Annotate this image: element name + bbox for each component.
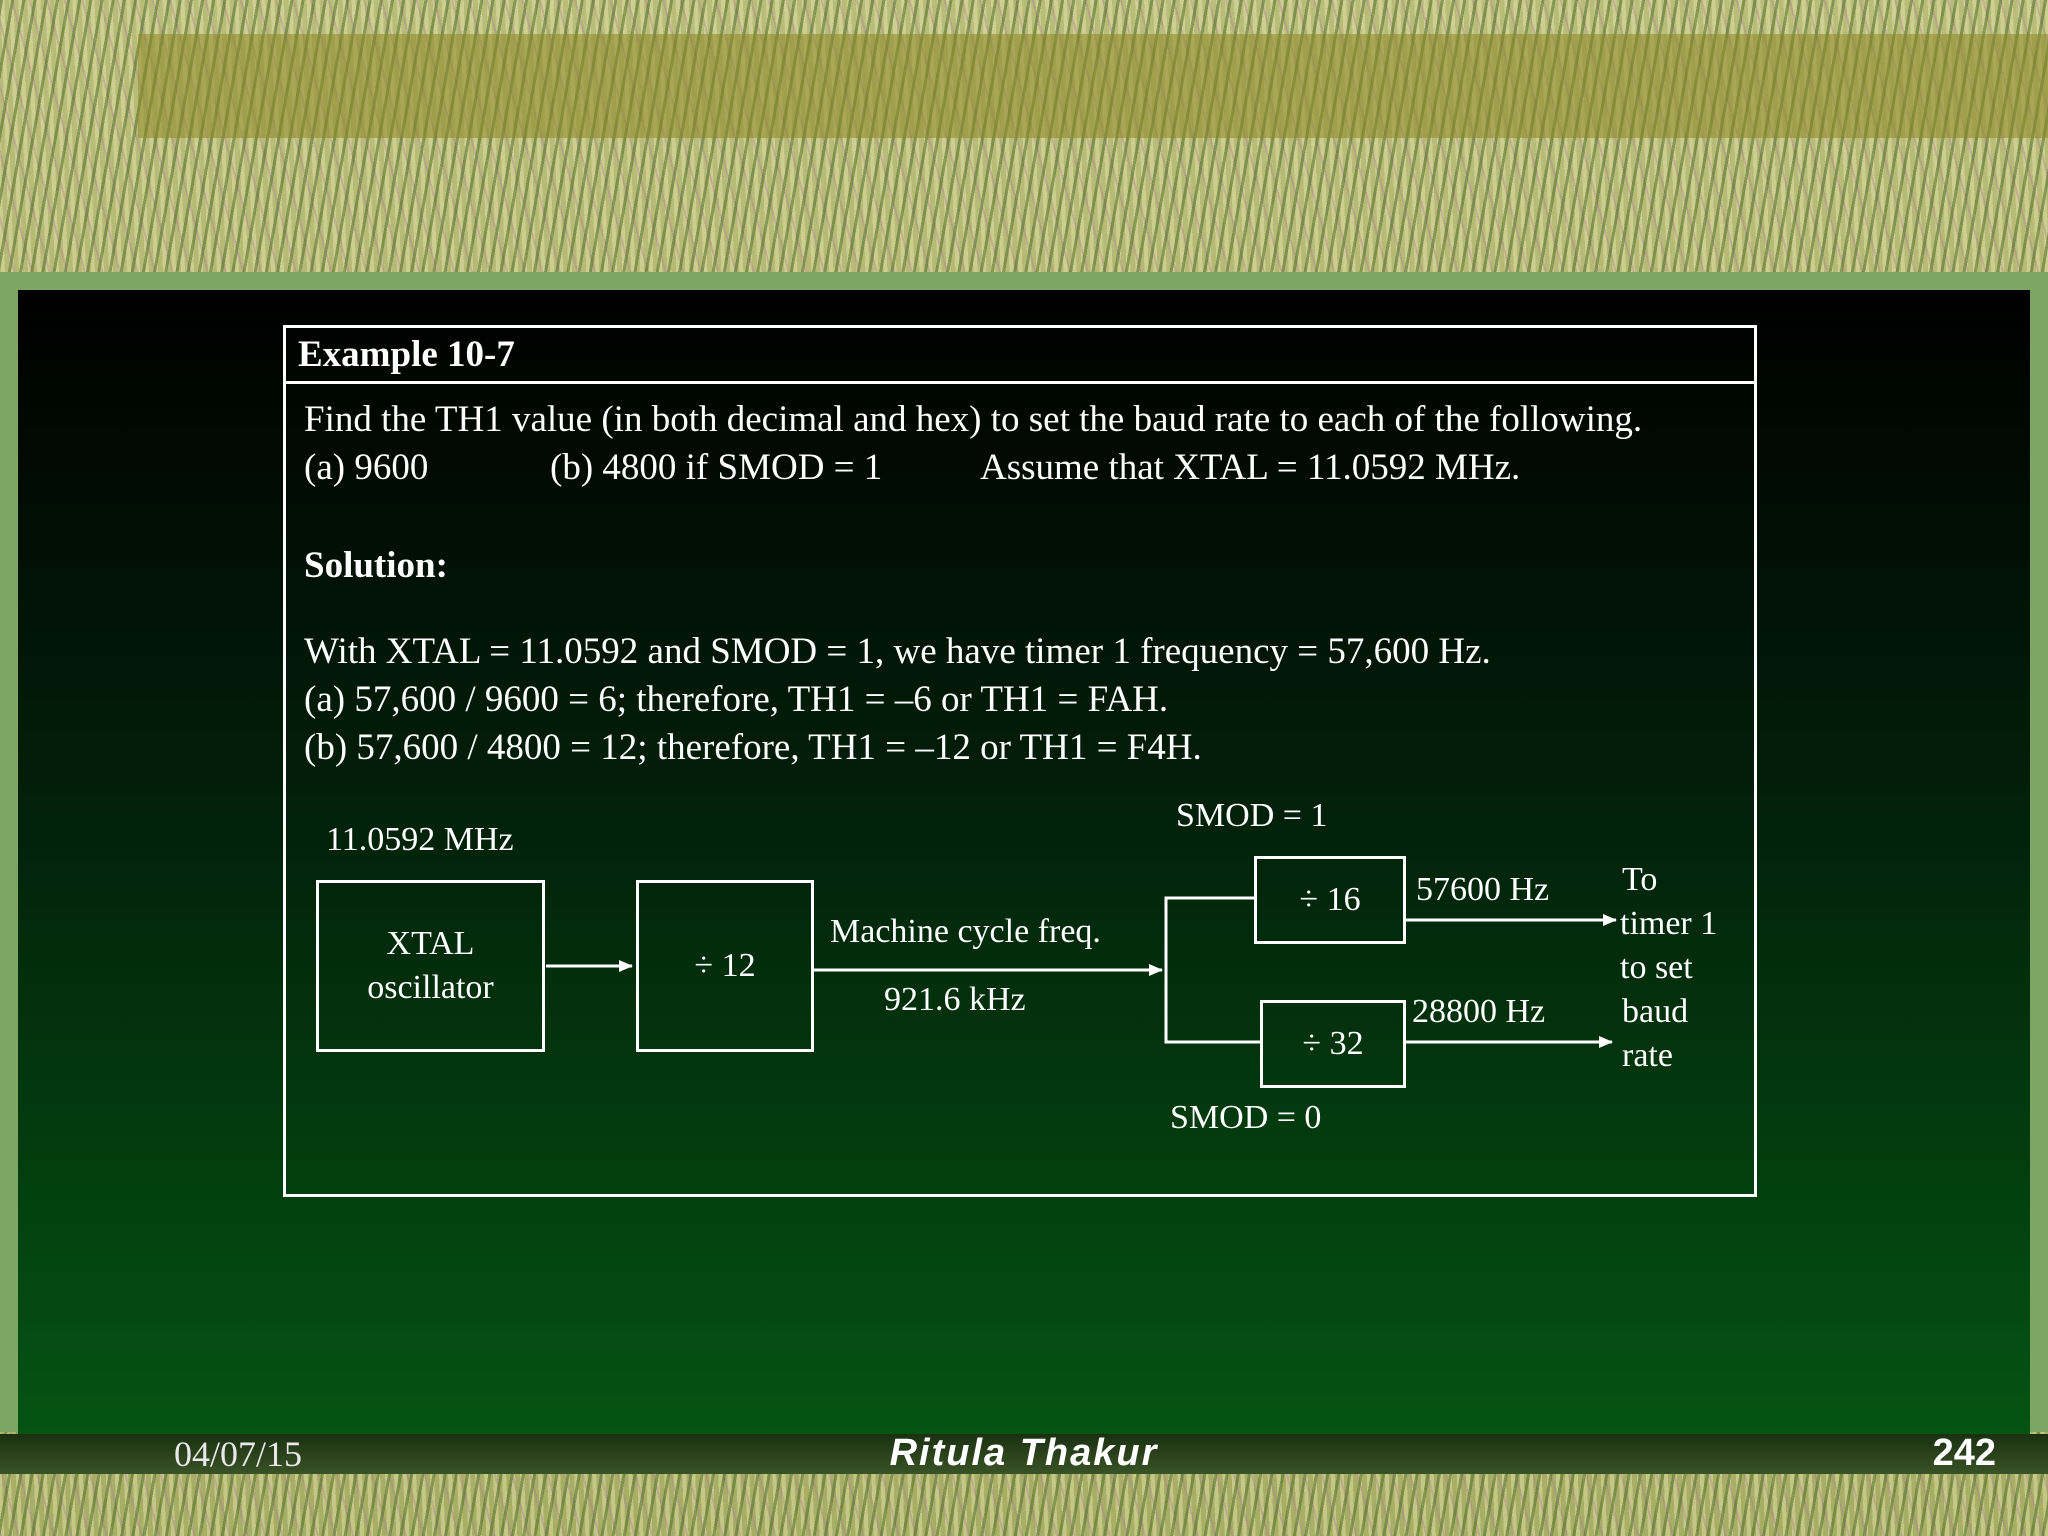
output-28800-label: 28800 Hz (1412, 993, 1546, 1030)
example-header: Example 10-7 (286, 328, 1754, 384)
destination-line-1: To (1622, 861, 1658, 898)
smod1-label: SMOD = 1 (1176, 797, 1328, 834)
option-b: (b) 4800 if SMOD = 1 (550, 447, 883, 488)
divide-by-12-block: ÷ 12 (636, 880, 814, 1052)
machine-cycle-freq: 921.6 kHz (884, 981, 1026, 1018)
destination-line-5: rate (1622, 1037, 1673, 1074)
xtal-oscillator-block: XTAL oscillator (316, 880, 545, 1052)
solution-line-2: (a) 57,600 / 9600 = 6; therefore, TH1 = … (304, 679, 1169, 720)
footer-date: 04/07/15 (174, 1434, 303, 1474)
question-line: Find the TH1 value (in both decimal and … (304, 399, 1643, 440)
destination-line-2: timer 1 (1620, 905, 1718, 942)
xtal-block-line2: oscillator (367, 969, 494, 1006)
footer-bar (0, 1434, 2048, 1474)
example-title: Example 10-7 (298, 334, 515, 375)
assumption: Assume that XTAL = 11.0592 MHz. (980, 447, 1521, 488)
xtal-block-line1: XTAL (386, 925, 475, 962)
example-box: Example 10-7 (283, 325, 1757, 1197)
xtal-frequency-label: 11.0592 MHz (326, 821, 514, 858)
divide-by-16-block: ÷ 16 (1254, 856, 1406, 944)
solution-line-1: With XTAL = 11.0592 and SMOD = 1, we hav… (304, 631, 1491, 672)
destination-line-4: baud (1622, 993, 1689, 1030)
divide-by-32-block: ÷ 32 (1260, 1000, 1406, 1088)
solution-line-3: (b) 57,600 / 4800 = 12; therefore, TH1 =… (304, 727, 1202, 768)
output-57600-label: 57600 Hz (1416, 871, 1550, 908)
split-wire (1164, 896, 1262, 1044)
option-a: (a) 9600 (304, 447, 429, 488)
header-band (138, 34, 2048, 138)
footer-author: Ritula Thakur (889, 1432, 1159, 1474)
slide-content-area (18, 290, 2030, 1436)
page-number: 242 (1932, 1432, 1996, 1474)
machine-cycle-label: Machine cycle freq. (830, 913, 1101, 950)
solution-heading: Solution: (304, 545, 448, 586)
smod0-label: SMOD = 0 (1170, 1099, 1322, 1136)
destination-line-3: to set (1620, 949, 1693, 986)
